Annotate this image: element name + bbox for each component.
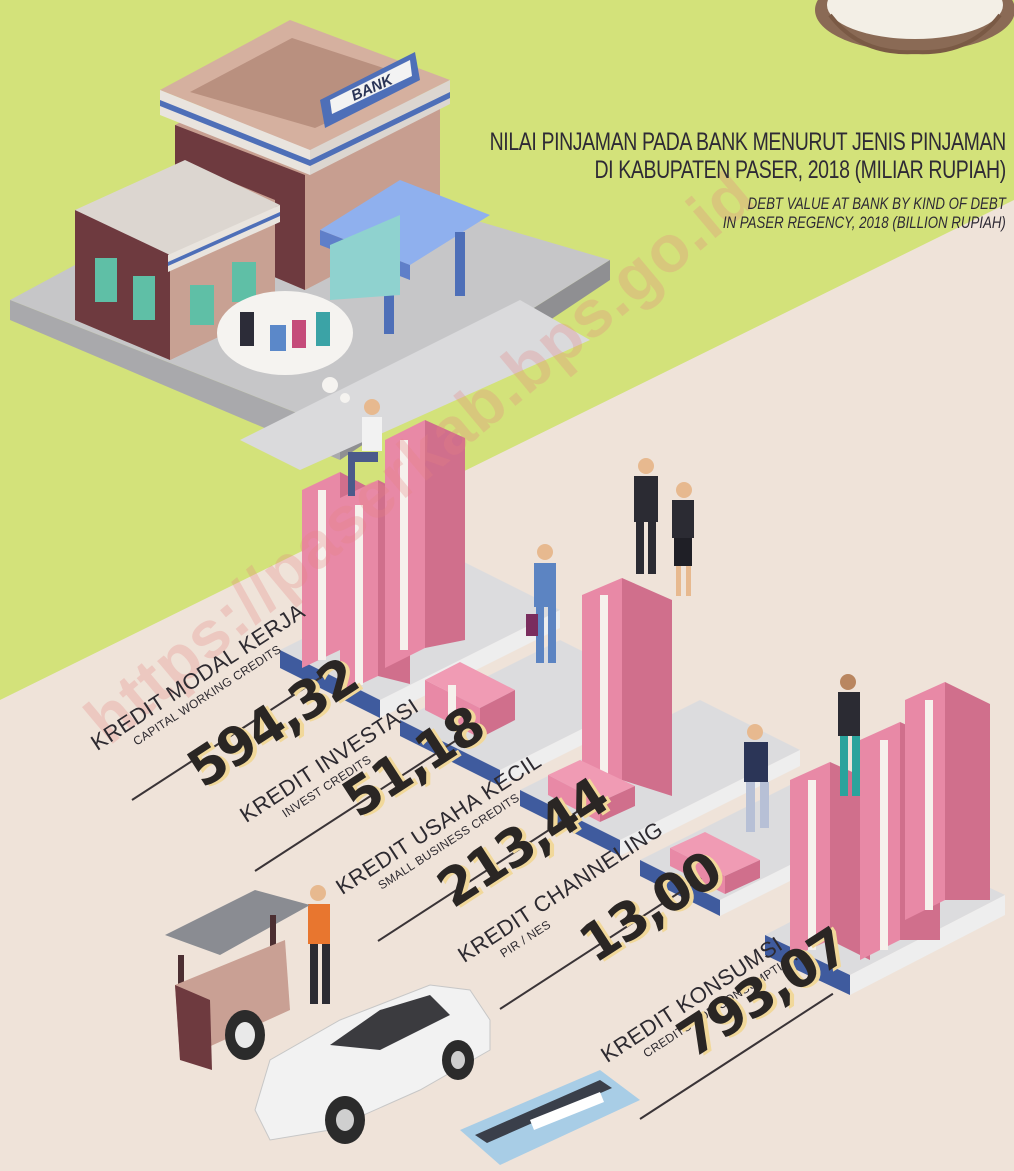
title-indonesian-line-2: DI KABUPATEN PASER, 2018 (MILIAR RUPIAH): [594, 156, 1007, 184]
bank-building: [75, 20, 490, 360]
title-block: NILAI PINJAMAN PADA BANK MENURUT JENIS P…: [344, 128, 1007, 232]
title-english-line-2: IN PASER REGENCY, 2018 (BILLION RUPIAH): [723, 213, 1006, 232]
money-stack-investasi: [425, 662, 515, 738]
person-walking-icon: [744, 724, 769, 832]
ornament-icon: [815, 0, 1014, 55]
money-stacks: [302, 420, 990, 960]
person-standing-icon: [838, 674, 860, 796]
thought-bubble: [217, 291, 353, 403]
person-woman-icon: [672, 482, 694, 596]
vendor-person-icon: [308, 885, 330, 1004]
credit-card-icon: [460, 1070, 640, 1165]
food-cart-icon: [165, 890, 310, 1070]
title-english-line-1: DEBT VALUE AT BANK BY KIND OF DEBT: [747, 194, 1006, 213]
person-sitting-icon: [348, 399, 382, 496]
money-stack-modal-kerja: [302, 420, 465, 694]
money-stack-konsumsi: [790, 682, 990, 960]
person-manager-icon: [634, 458, 658, 574]
person-businessman-icon: [526, 544, 556, 663]
money-stack-usaha-kecil: [548, 578, 672, 822]
money-stack-channeling: [670, 832, 760, 894]
title-indonesian-line-1: NILAI PINJAMAN PADA BANK MENURUT JENIS P…: [489, 128, 1007, 156]
people: [308, 399, 860, 1004]
car-icon: [254, 984, 491, 1144]
